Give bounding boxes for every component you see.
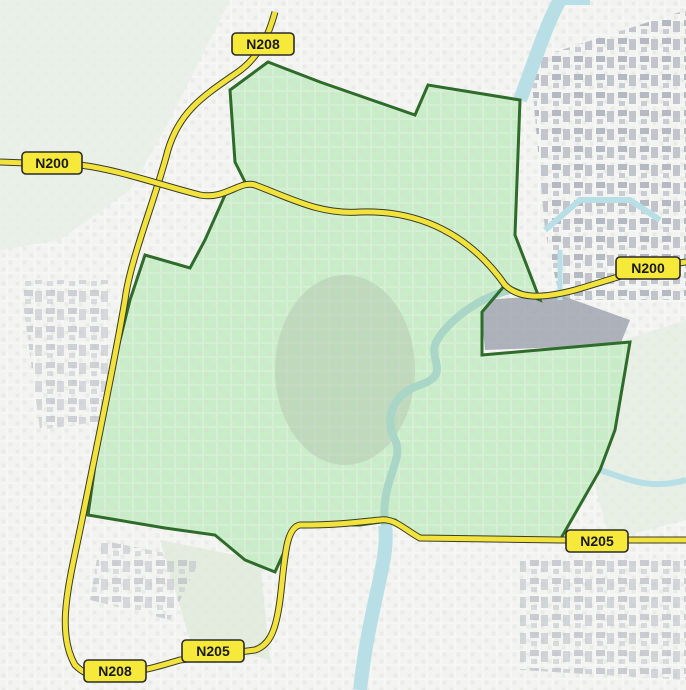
industrial-area xyxy=(480,295,630,350)
river-spaarne xyxy=(380,286,512,526)
svg-text:N208: N208 xyxy=(98,663,132,679)
river xyxy=(353,524,393,690)
canal xyxy=(543,197,662,233)
road-label-n208-north: N208 xyxy=(231,32,295,56)
industrial-area xyxy=(530,10,686,300)
industrial-area xyxy=(20,280,110,430)
industrial-area xyxy=(520,560,686,680)
road-label-n205-south: N205 xyxy=(181,639,245,663)
svg-text:N205: N205 xyxy=(580,533,614,549)
road-label-n208-south: N208 xyxy=(83,659,147,683)
polder-area xyxy=(0,0,230,250)
road-label-n205-east: N205 xyxy=(565,529,629,553)
road-label-n200-west: N200 xyxy=(21,151,83,175)
road-label-n200-east: N200 xyxy=(615,256,681,280)
svg-text:N205: N205 xyxy=(196,643,230,659)
industrial-area xyxy=(90,540,200,620)
city-centre xyxy=(275,275,415,465)
canal xyxy=(599,467,686,488)
river xyxy=(513,0,567,103)
svg-text:N200: N200 xyxy=(35,155,69,171)
svg-text:N200: N200 xyxy=(631,260,665,276)
svg-text:N208: N208 xyxy=(246,36,280,52)
